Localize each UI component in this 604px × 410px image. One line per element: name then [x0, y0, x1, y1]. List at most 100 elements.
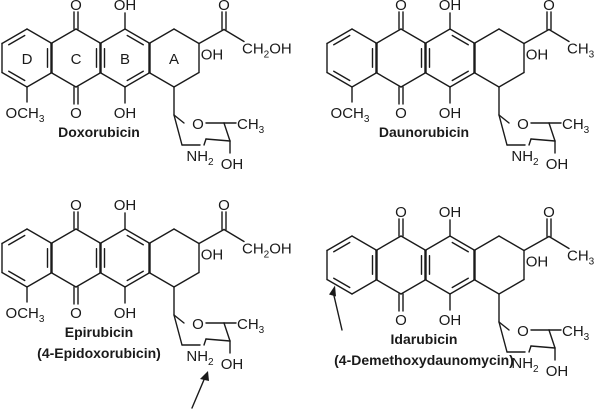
oxygen-label: O	[395, 0, 407, 14]
arrow-shaft	[332, 290, 343, 331]
ring-bond	[26, 228, 53, 245]
bond	[198, 228, 225, 245]
oxygen-label: O	[395, 105, 407, 122]
bond	[548, 235, 570, 250]
ring-bond	[473, 235, 500, 252]
arrow-head-icon	[200, 371, 209, 381]
ring-bond	[498, 278, 525, 295]
oxygen-label: O	[395, 204, 407, 221]
ring-bond	[75, 228, 102, 245]
ring-bond	[326, 235, 353, 252]
ring-label-a: A	[169, 51, 179, 68]
bond	[523, 28, 550, 45]
ring-bond	[124, 71, 151, 88]
bond	[198, 28, 225, 45]
methyl-label: CH3	[237, 316, 265, 336]
amine-label: NH2	[511, 355, 539, 375]
ring-bond	[50, 228, 77, 245]
sugar-bond	[530, 138, 556, 142]
ring-bond	[75, 71, 102, 88]
ring-label-b: B	[120, 51, 130, 68]
hydroxyl-label: OH	[114, 197, 137, 214]
hydroxyl-label: OH	[546, 363, 569, 380]
hydroxyl-label: OH	[439, 312, 462, 329]
ring-bond	[99, 28, 126, 45]
oxygen-label: O	[70, 197, 82, 214]
double-bond	[333, 70, 351, 82]
hydroxyl-label: OH	[221, 356, 244, 373]
ring-bond	[449, 71, 476, 88]
double-bond	[451, 241, 469, 253]
ring-bond	[173, 271, 200, 288]
ring-bond	[173, 228, 200, 245]
ring-bond	[75, 28, 102, 45]
methyl-label: CH3	[237, 116, 265, 136]
oxygen-label: O	[517, 116, 529, 133]
sugar-bond	[205, 338, 231, 342]
sugar-bond	[498, 321, 508, 353]
ring-bond	[26, 71, 53, 88]
ring-bond	[326, 28, 353, 45]
ring-bond	[449, 28, 476, 45]
ring-label-c: C	[71, 51, 82, 68]
methyl-label: CH3	[562, 323, 590, 343]
ring-bond	[173, 28, 200, 45]
ring-bond	[351, 71, 378, 88]
ring-bond	[498, 28, 525, 45]
hydroxyl-label: OH	[546, 156, 569, 173]
ring-bond	[473, 278, 500, 295]
double-bond	[126, 70, 144, 82]
ring-bond	[424, 71, 451, 88]
hydroxyl-label: OH	[201, 47, 224, 64]
ring-bond	[375, 278, 402, 295]
double-bond	[8, 270, 26, 282]
oxygen-label: O	[192, 316, 204, 333]
ring-bond	[473, 71, 500, 88]
sugar-bond	[548, 122, 556, 142]
ring-bond	[375, 28, 402, 45]
ring-bond	[351, 28, 378, 45]
ring-bond	[326, 71, 353, 88]
compound-alt-name: (4-Demethoxydaunomycin)	[334, 352, 514, 368]
ring-bond	[351, 278, 378, 295]
double-bond	[451, 34, 469, 46]
hydroxyl-label: OH	[114, 105, 137, 122]
side-chain-label: CH2OH	[242, 241, 292, 261]
arrow-shaft	[191, 374, 207, 409]
ring-bond	[50, 271, 77, 288]
side-chain-label: CH3	[567, 41, 595, 61]
ring-bond	[449, 235, 476, 252]
ring-bond	[375, 71, 402, 88]
double-bond	[8, 34, 26, 46]
ring-bond	[1, 28, 28, 45]
oxygen-label: O	[395, 312, 407, 329]
hydroxyl-label: OH	[439, 204, 462, 221]
sugar-bond	[223, 322, 231, 342]
ring-bond	[375, 235, 402, 252]
oxygen-label: O	[70, 105, 82, 122]
double-bond	[333, 241, 351, 253]
bond	[548, 28, 570, 43]
oxygen-label: O	[70, 0, 82, 14]
double-bond	[126, 34, 144, 46]
ring-bond	[498, 235, 525, 252]
ring-bond	[148, 71, 175, 88]
double-bond	[333, 34, 351, 46]
ring-bond	[99, 271, 126, 288]
double-bond	[126, 270, 144, 282]
ring-bond	[26, 271, 53, 288]
compound-name: Idarubicin	[391, 331, 458, 347]
sugar-bond	[205, 138, 231, 142]
amine-label: NH2	[186, 148, 214, 168]
ring-bond	[124, 271, 151, 288]
bond	[528, 138, 532, 146]
sugar-bond	[173, 114, 183, 146]
ring-bond	[326, 278, 353, 295]
hydroxyl-label: OH	[439, 0, 462, 14]
ring-bond	[424, 278, 451, 295]
ring-bond	[148, 271, 175, 288]
oxygen-label: O	[517, 323, 529, 340]
methoxy-label: OCH3	[331, 105, 370, 125]
